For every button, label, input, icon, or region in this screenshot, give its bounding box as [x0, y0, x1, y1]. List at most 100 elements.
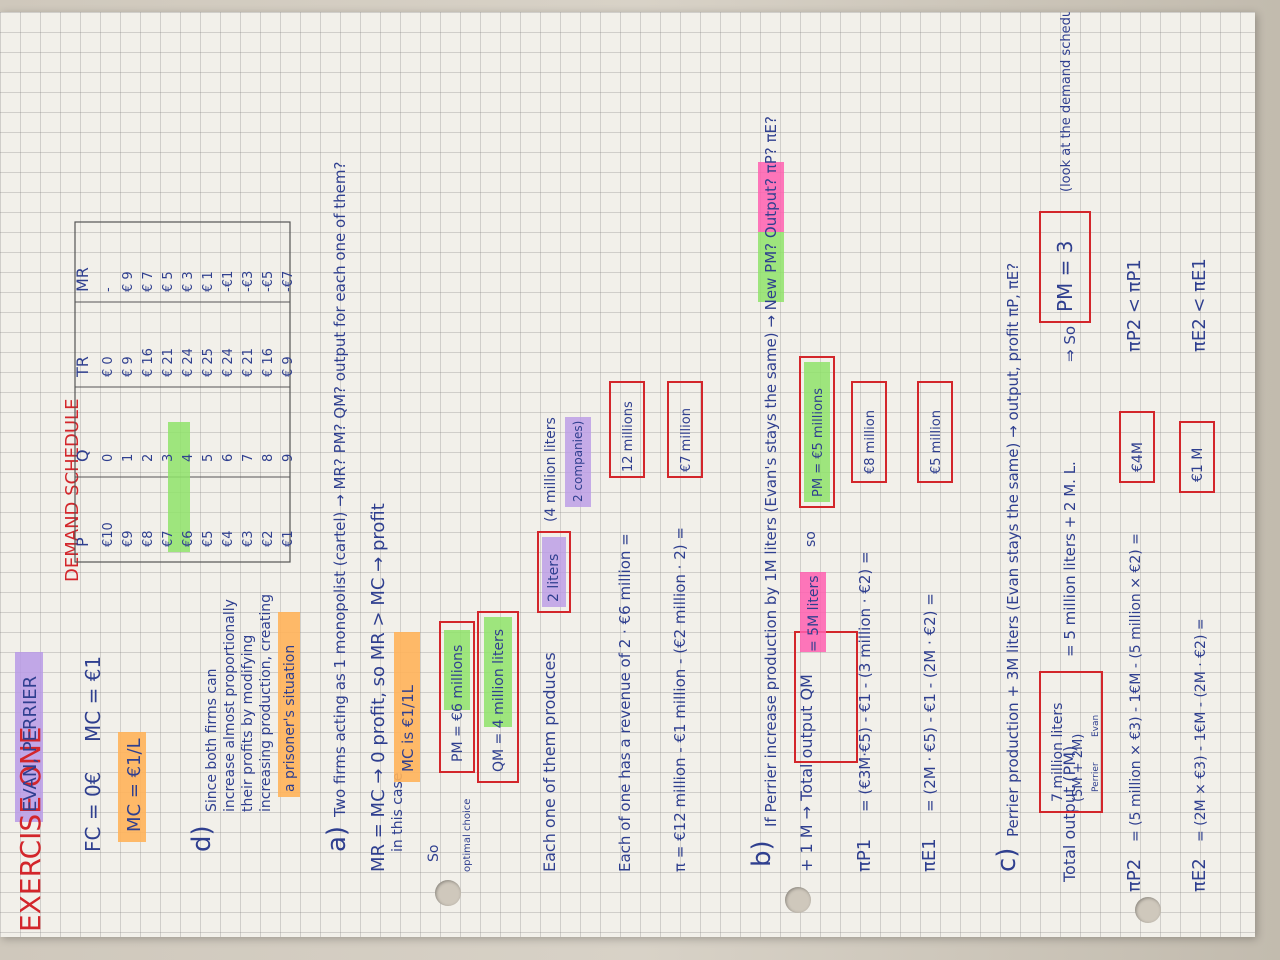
part-d-line: increasing production, creating: [258, 594, 274, 812]
players-highlight: [15, 652, 43, 822]
table-cell: €3: [241, 530, 256, 547]
table-cell: € 24: [221, 348, 236, 377]
table-cell: €1: [281, 530, 296, 547]
so-label: so: [803, 531, 819, 547]
punch-hole: [435, 880, 461, 906]
table-cell: -€7: [281, 271, 296, 292]
new-price-box: [799, 356, 835, 508]
table-cell: € 1: [201, 271, 216, 292]
marginal-cost: MC = €1: [81, 656, 105, 742]
pi-e2-label: πE2: [1189, 858, 1210, 892]
costs-group: FC = 0€ MC = €1 MC = €1/L: [81, 656, 146, 852]
table-header: P: [73, 537, 92, 547]
table-cell: €6: [181, 530, 196, 547]
pi-p1-label: πP1: [854, 839, 875, 872]
optimal-choice: optimal choice: [462, 799, 473, 872]
each-produces: Each one of them produces: [540, 652, 559, 872]
punch-hole: [1135, 897, 1161, 923]
profit-line: π = €12 million - €1 million - (€2 milli…: [671, 527, 689, 872]
seven-million-liters-box: [1039, 671, 1103, 813]
table-cell: €5: [201, 530, 216, 547]
table-cell: € 9: [281, 356, 296, 377]
pm-box: [439, 621, 475, 773]
mc-box-highlight: [394, 632, 420, 782]
table-cell: 0: [101, 454, 116, 462]
pm-three-box: [1039, 211, 1091, 323]
output-composition: (5M + 2M): [1071, 734, 1086, 802]
seven-million-liters: 7 million liters: [1050, 703, 1066, 802]
table-cell: € 0: [101, 356, 116, 377]
so-arrow: ⇒ So: [1061, 326, 1079, 362]
price-monopoly: PM = €6 millions: [450, 645, 466, 762]
perrier-label: Perrier: [1091, 762, 1101, 792]
punch-hole: [785, 887, 811, 913]
two-companies: 2 companies): [571, 421, 585, 502]
table-cell: €7: [161, 530, 176, 547]
two-liters: 2 liters: [546, 554, 562, 602]
total-output-label: Total output (PM): [1060, 746, 1079, 883]
table-cell: 8: [261, 454, 276, 462]
table-cell: €9: [121, 530, 136, 547]
table-header: MR: [73, 267, 92, 292]
table-cell: 5: [201, 454, 216, 462]
part-a-label: a): [322, 826, 352, 852]
five-million: €5 million: [929, 410, 944, 474]
fixed-cost: FC = 0€: [81, 772, 105, 852]
table-cell: € 16: [141, 348, 156, 377]
pi-e2: = (2M × €3) - 1€M - (2M · €2) =: [1193, 618, 1209, 842]
qm-box: [477, 611, 519, 783]
table-cell: € 24: [181, 348, 196, 377]
table-cell: € 3: [181, 271, 196, 292]
table-cell: € 16: [261, 348, 276, 377]
table-cell: 7: [241, 454, 256, 462]
table-cell: €2: [261, 530, 276, 547]
marginal-cost-highlight: MC = €1/L: [124, 738, 145, 832]
part-a: a) Two firms acting as 1 monopolist (car…: [322, 162, 703, 872]
five-million-box: [917, 381, 953, 483]
table-cell: € 21: [161, 348, 176, 377]
eight-million: €8 million: [863, 410, 878, 474]
mc-box: MC is €1/1L: [399, 684, 417, 772]
four-million: (4 million liters: [543, 417, 559, 522]
compare-evan: πE2 < πE1: [1189, 258, 1210, 352]
table-cell: -: [101, 287, 116, 292]
table-cell: €10: [101, 522, 116, 547]
table-cell: -€1: [221, 271, 236, 292]
table-cell: € 9: [121, 356, 136, 377]
pi-e1: = (2M · €5) - €1 - (2M · €2) =: [921, 593, 939, 812]
table-cell: 2: [141, 454, 156, 462]
revenue-line: Each of one has a revenue of 2 · €6 mill…: [616, 533, 634, 872]
pi-p1: = (€3M·€5) - €1 - (3 million · €2) =: [856, 551, 874, 812]
table-cell: 3: [161, 454, 176, 462]
part-c: c) Perrier production + 3M liters (Evan …: [992, 12, 1215, 892]
quantity-monopoly: QM = 4 million liters: [491, 629, 507, 772]
eight-million-box: [851, 381, 887, 483]
pi-p2-label: πP2: [1124, 859, 1145, 892]
seven-million: €7 million: [679, 408, 694, 472]
pi-e1-label: πE1: [919, 838, 940, 872]
mr-equals-mc: MR = MC → 0 profit, so MR > MC → profit: [368, 503, 389, 872]
table-cell: 4: [181, 454, 196, 462]
part-b: b) If Perrier increase production by 1M …: [747, 116, 953, 872]
part-d-label: d): [187, 825, 217, 852]
table-border: [74, 221, 291, 563]
mc-highlight: [118, 732, 146, 842]
part-b-label: b): [747, 840, 777, 867]
table-cell: € 25: [201, 348, 216, 377]
part-b-question: If Perrier increase production by 1M lit…: [762, 116, 780, 827]
compare-perrier: πP2 < πP1: [1124, 259, 1145, 352]
evan-label: Evan: [1091, 715, 1101, 737]
part-a-question: Two firms acting as 1 monopolist (cartel…: [331, 162, 349, 818]
so-label: So: [426, 845, 442, 862]
twelve-million-box: [609, 381, 645, 478]
table-cell: -€5: [261, 271, 276, 292]
plus-one-line: + 1 M → Total output QM: [797, 674, 816, 872]
notebook-page: .ink { fill: #2f3f8f; font-family: "Deja…: [0, 12, 1255, 937]
four-million: €4M: [1130, 442, 1146, 472]
table-cell: €4: [221, 530, 236, 547]
part-c-label: c): [992, 848, 1022, 872]
table-cell: 9: [281, 454, 296, 462]
part-d-line: their profits by modifying: [240, 635, 256, 812]
